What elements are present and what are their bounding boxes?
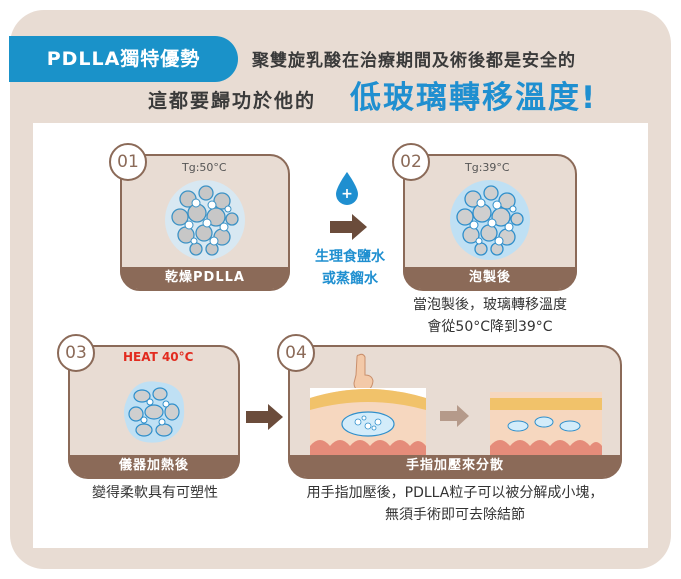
step-01-temp: Tg:50°C bbox=[182, 161, 227, 174]
finger-icon bbox=[353, 353, 374, 392]
skin-after-icon bbox=[490, 392, 602, 456]
step-02-label: 泡製後 bbox=[403, 267, 577, 289]
step-02-caption-line1: 當泡製後，玻璃轉移溫度 bbox=[413, 297, 567, 313]
step-02-caption-line2: 會從50°C降到39°C bbox=[427, 319, 553, 335]
right-arrow-icon bbox=[246, 404, 283, 430]
heated-particle-icon bbox=[124, 381, 185, 443]
step-04-caption-line2: 無須手術即可去除結節 bbox=[385, 507, 525, 523]
skin-before-icon bbox=[310, 388, 426, 456]
headline-line2: 這都要歸功於他的 bbox=[148, 90, 317, 112]
step-04-number: 04 bbox=[277, 334, 315, 372]
saline-line2: 或蒸餾水 bbox=[322, 271, 378, 287]
step-03-caption: 變得柔軟具有可塑性 bbox=[92, 485, 218, 501]
right-arrow-icon bbox=[440, 405, 469, 427]
step-04-caption-line1: 用手指加壓後，PDLLA粒子可以被分解成小塊， bbox=[306, 485, 604, 501]
step-03-number: 03 bbox=[57, 334, 95, 372]
step-01-label: 乾燥PDLLA bbox=[120, 267, 290, 289]
step-03-label: 儀器加熱後 bbox=[68, 455, 240, 477]
step-03-heat: HEAT 40°C bbox=[123, 350, 194, 364]
saline-line1: 生理食鹽水 bbox=[315, 249, 385, 265]
headline-line1: 聚雙旋乳酸在治療期間及術後都是安全的 bbox=[252, 51, 576, 71]
pdlla-tag: PDLLA獨特優勢 bbox=[9, 36, 238, 82]
step-02-temp: Tg:39°C bbox=[465, 161, 510, 174]
step-02-number: 02 bbox=[392, 143, 430, 181]
step-01-number: 01 bbox=[109, 143, 147, 181]
step-04-label: 手指加壓來分散 bbox=[288, 455, 622, 477]
svg-text:+: + bbox=[341, 186, 353, 202]
water-drop-icon: + bbox=[336, 172, 358, 205]
soaked-particle-icon bbox=[450, 180, 530, 260]
headline-highlight: 低玻璃轉移溫度! bbox=[350, 80, 598, 116]
dry-particle-icon bbox=[165, 180, 245, 260]
right-arrow-icon bbox=[330, 214, 367, 240]
